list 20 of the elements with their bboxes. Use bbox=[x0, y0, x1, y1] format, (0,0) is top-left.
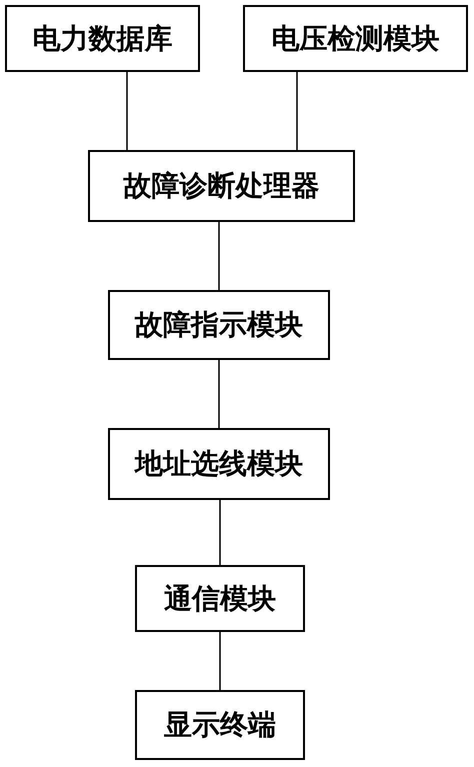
connector-line bbox=[218, 360, 220, 428]
connector-line bbox=[296, 72, 298, 150]
process-box bbox=[135, 690, 305, 760]
process-box bbox=[5, 5, 200, 72]
process-box bbox=[135, 565, 305, 632]
box-label: 电压检测模块 bbox=[272, 20, 440, 56]
process-box bbox=[88, 150, 355, 222]
box-label: 显示终端 bbox=[164, 707, 276, 743]
connector-line bbox=[219, 632, 221, 690]
process-box bbox=[108, 290, 330, 360]
connector-line bbox=[126, 72, 128, 150]
box-label: 通信模块 bbox=[164, 580, 276, 616]
connector-line bbox=[219, 500, 221, 565]
box-label: 地址选线模块 bbox=[135, 446, 303, 482]
process-box bbox=[243, 5, 468, 72]
box-label: 电力数据库 bbox=[32, 20, 172, 56]
connector-line bbox=[218, 222, 220, 290]
box-label: 故障指示模块 bbox=[135, 307, 303, 343]
process-box bbox=[108, 428, 330, 500]
box-label: 故障诊断处理器 bbox=[124, 168, 320, 204]
